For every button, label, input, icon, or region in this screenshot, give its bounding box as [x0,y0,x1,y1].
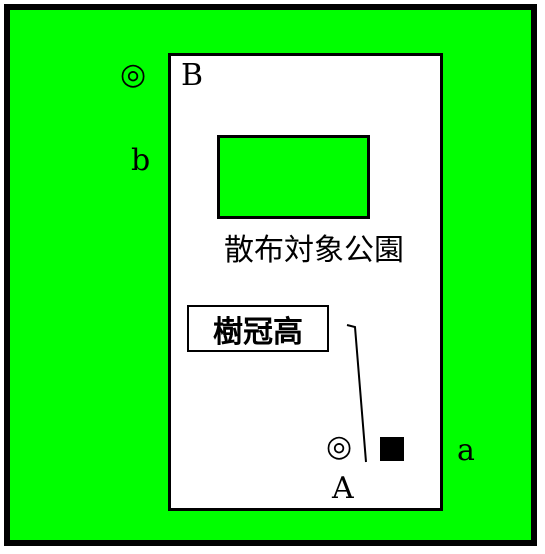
park-label: 散布対象公園 [224,233,404,268]
point-label-B: B [181,58,204,93]
point-label-b: b [131,143,151,178]
point-label-a: a [457,433,475,468]
point-label-A: A [332,471,354,506]
inner-green-area [217,135,370,219]
double-circle-marker-b: ◎ [120,57,147,92]
park-boundary [168,53,443,511]
tree-height-label: 樹冠高 [213,314,303,350]
double-circle-marker-a: ◎ [326,429,353,464]
sample-point-square [380,437,404,461]
tree-height-box: 樹冠高 [187,305,329,352]
